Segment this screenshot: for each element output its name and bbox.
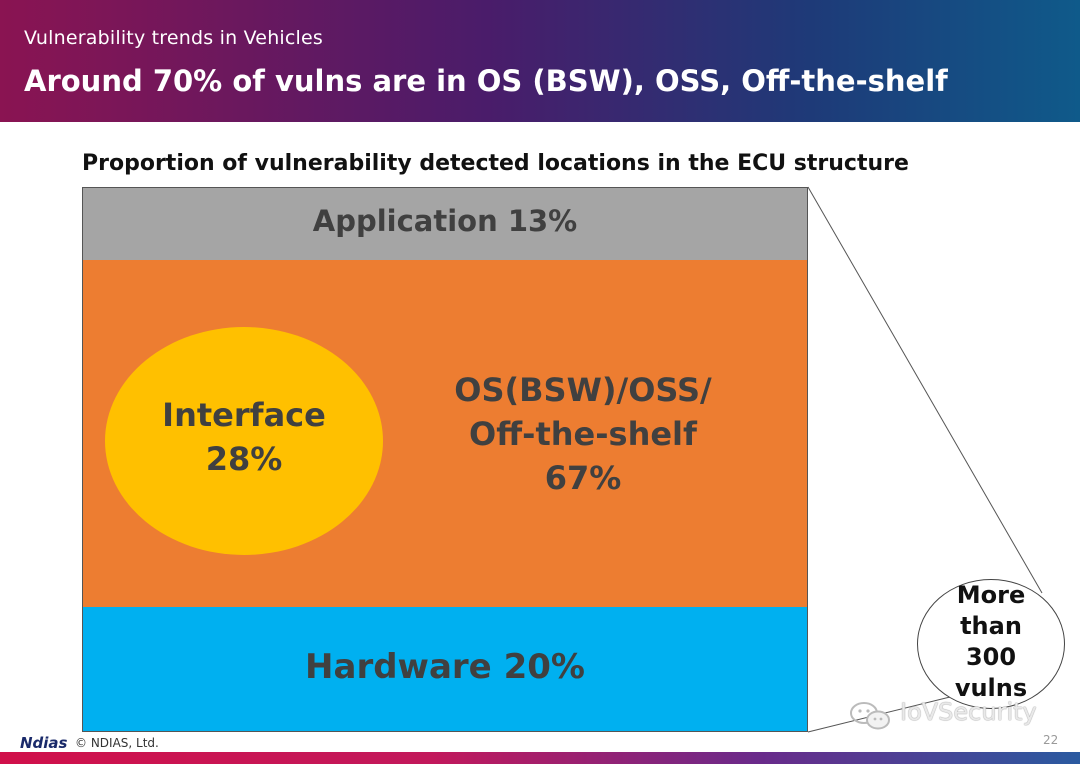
diagram-title: Proportion of vulnerability detected loc… [82,151,909,176]
os-label-line: OS(BSW)/OSS/ [454,371,712,409]
os-label-line: 67% [544,459,622,497]
interface-label-line: Interface [162,396,326,434]
os-layer: Interface 28% OS(BSW)/OSS/ Off-the-shelf… [83,260,807,607]
copyright-text: © NDIAS, Ltd. [75,736,159,750]
vuln-count-callout: More than 300 vulns [917,579,1065,709]
wechat-icon [850,702,890,730]
slide-header: Vulnerability trends in Vehicles Around … [0,0,1080,122]
vuln-count-line: vulns [954,674,1028,702]
application-layer: Application 13% [83,188,807,260]
os-label-line: Off-the-shelf [469,415,697,453]
os-layer-label: OS(BSW)/OSS/ Off-the-shelf 67% [413,368,753,500]
interface-label: Interface 28% [105,393,383,481]
application-layer-label: Application 13% [312,204,578,238]
hardware-layer: Hardware 20% [83,607,807,731]
footer-bar [0,752,1080,764]
interface-ellipse: Interface 28% [105,327,383,555]
page-number: 22 [1043,733,1059,747]
vuln-count-label: More than 300 vulns [918,580,1064,704]
slide-subtitle: Vulnerability trends in Vehicles [24,27,324,49]
callout-connector-top [807,186,1043,594]
vuln-count-line: More [956,581,1026,609]
interface-label-line: 28% [205,440,283,478]
vuln-count-line: 300 [965,643,1017,671]
ndias-logo: Ndias [20,734,68,752]
ecu-structure-diagram: Application 13% Interface 28% OS(BSW)/OS… [82,187,808,732]
vuln-count-line: than [960,612,1022,640]
watermark-text: IoVSecurity [900,698,1037,726]
slide-title: Around 70% of vulns are in OS (BSW), OSS… [24,64,948,98]
hardware-layer-label: Hardware 20% [305,647,585,687]
